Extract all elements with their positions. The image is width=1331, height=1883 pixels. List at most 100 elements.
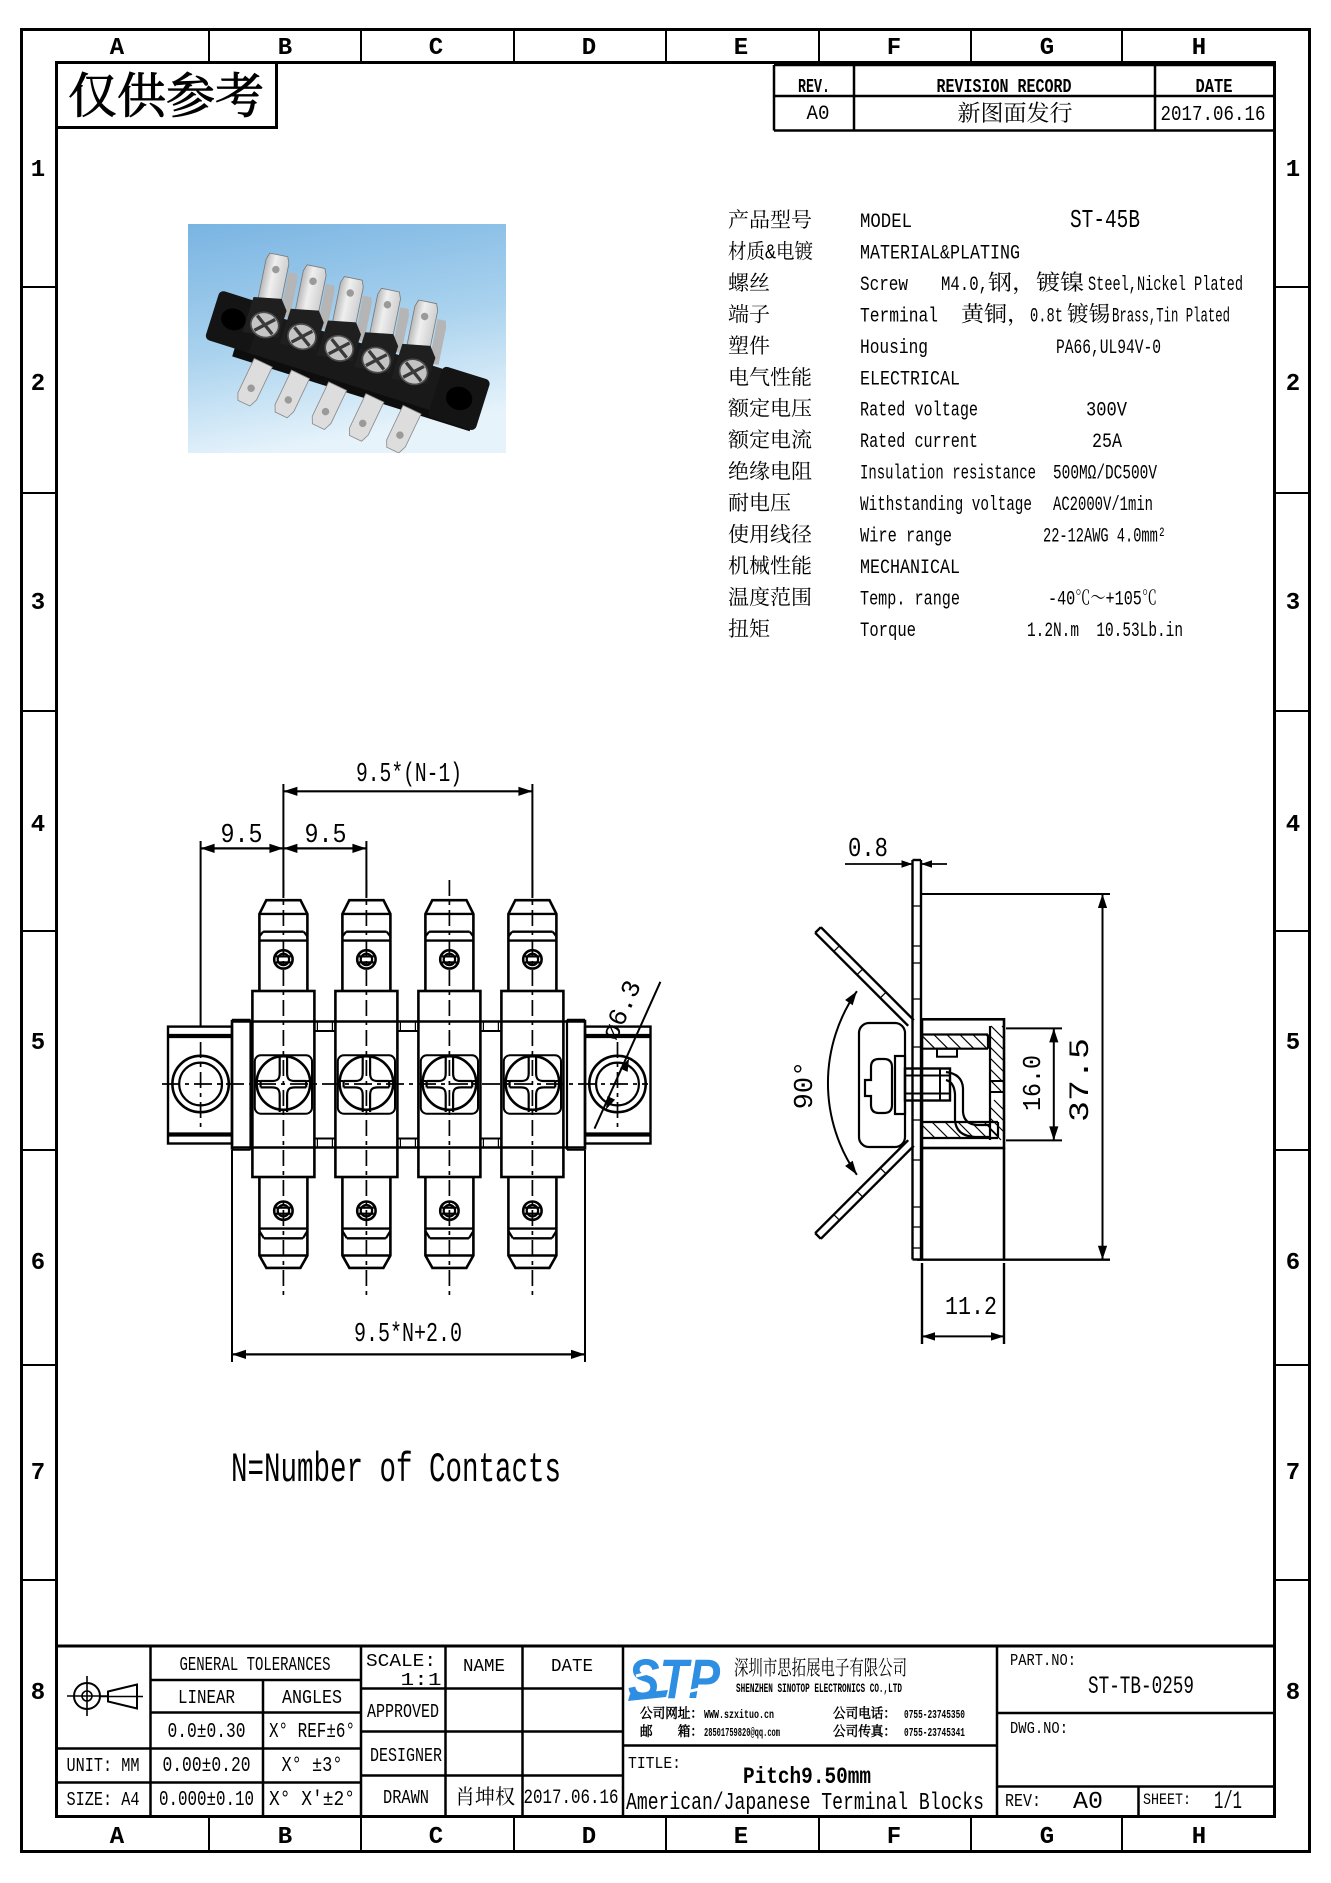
svg-text:MECHANICAL: MECHANICAL [860,557,960,580]
svg-text:28501759820@qq.com: 28501759820@qq.com [704,1726,780,1740]
svg-text:电气性能: 电气性能 [728,361,812,391]
svg-text:深圳市思拓展电子有限公司: 深圳市思拓展电子有限公司 [734,1652,907,1682]
svg-text:Torque: Torque [860,620,916,643]
svg-text:绝缘电阻: 绝缘电阻 [728,456,812,486]
svg-text:1.2N.m 10.53Lb.in: 1.2N.m 10.53Lb.in [1027,620,1183,643]
svg-text:端子: 端子 [728,298,770,328]
svg-text:温度范围: 温度范围 [728,581,812,611]
svg-text:DATE: DATE [1196,76,1233,98]
svg-text:Pitch9.50mm: Pitch9.50mm [743,1764,871,1790]
svg-text:A0: A0 [1073,1789,1103,1816]
svg-text:4: 4 [1286,812,1300,839]
svg-text:500MΩ/DC500V: 500MΩ/DC500V [1053,463,1157,486]
svg-text:ST-45B: ST-45B [1070,205,1140,235]
svg-text:Wire range: Wire range [860,526,952,549]
svg-text:E: E [734,35,748,62]
svg-text:X° REF±6°: X° REF±6° [269,1721,355,1744]
svg-text:MODEL: MODEL [860,211,912,234]
svg-text:G: G [1040,1824,1054,1851]
svg-text:B: B [278,1824,292,1851]
svg-text:37.5: 37.5 [1066,1038,1097,1122]
svg-text:25A: 25A [1092,431,1122,454]
svg-text:0.0±0.30: 0.0±0.30 [168,1721,246,1744]
svg-text:2: 2 [1286,371,1300,398]
svg-text:Brass,Tin Plated: Brass,Tin Plated [1112,305,1230,328]
svg-text:REVISION RECORD: REVISION RECORD [937,76,1072,98]
svg-text:DWG.NO:: DWG.NO: [1010,1720,1068,1739]
svg-text:DATE: DATE [551,1657,593,1677]
svg-text:使用线径: 使用线径 [728,519,812,549]
svg-text:3: 3 [1286,590,1300,617]
svg-text:X° ±3°: X° ±3° [282,1755,343,1778]
svg-text:16.0: 16.0 [1018,1055,1048,1111]
svg-text:SCALE:: SCALE: [366,1652,436,1672]
svg-text:8: 8 [31,1680,45,1707]
svg-text:REV:: REV: [1005,1792,1041,1812]
svg-text:B: B [278,35,292,62]
svg-text:机械性能: 机械性能 [728,550,812,580]
svg-text:9.5*(N-1): 9.5*(N-1) [356,760,462,790]
svg-text:0.8t: 0.8t [1030,305,1063,328]
svg-text:黄铜，: 黄铜， [961,297,1030,328]
svg-text:扭矩: 扭矩 [728,613,770,643]
svg-text:C: C [429,35,443,62]
svg-text:1: 1 [1286,157,1300,184]
svg-text:6: 6 [1286,1250,1300,1277]
svg-text:Screw: Screw [860,274,908,297]
svg-text:1: 1 [31,157,45,184]
svg-text:仅供参考: 仅供参考 [68,58,264,128]
svg-text:300V: 300V [1086,400,1127,423]
svg-text:9.5: 9.5 [221,821,263,851]
svg-text:APPROVED: APPROVED [367,1701,439,1723]
svg-text:SHENZHEN SINOTOP ELECTRONICS C: SHENZHEN SINOTOP ELECTRONICS CO.,LTD [736,1681,902,1696]
svg-text:ST-TB-0259: ST-TB-0259 [1088,1672,1194,1701]
svg-text:0755-23745350: 0755-23745350 [904,1708,965,1722]
svg-text:0755-23745341: 0755-23745341 [904,1726,965,1740]
svg-text:G: G [1040,35,1054,62]
svg-text:1/1: 1/1 [1214,1787,1242,1816]
svg-text:9.5*N+2.0: 9.5*N+2.0 [354,1320,462,1350]
svg-text:7: 7 [1286,1460,1300,1487]
svg-text:公司网址：: 公司网址： [640,1703,703,1723]
svg-text:5: 5 [31,1030,45,1057]
svg-text:UNIT: MM: UNIT: MM [67,1755,140,1777]
svg-text:ANGLES: ANGLES [282,1687,342,1709]
svg-text:塑件: 塑件 [728,330,770,360]
svg-text:0.00±0.20: 0.00±0.20 [163,1755,251,1778]
svg-text:3: 3 [31,590,45,617]
svg-text:GENERAL TOLERANCES: GENERAL TOLERANCES [180,1654,331,1676]
svg-text:LINEAR: LINEAR [178,1687,235,1709]
svg-text:TITLE:: TITLE: [628,1755,681,1774]
svg-text:4: 4 [31,812,45,839]
svg-text:镀锡: 镀锡 [1067,297,1110,328]
svg-text:耐电压: 耐电压 [728,487,791,517]
svg-text:NAME: NAME [463,1657,505,1677]
svg-text:0.000±0.10: 0.000±0.10 [159,1789,254,1812]
svg-text:新图面发行: 新图面发行 [958,95,1073,128]
svg-text:A: A [110,1824,125,1851]
svg-text:Terminal: Terminal [860,305,938,328]
svg-text:Insulation resistance: Insulation resistance [860,463,1036,486]
svg-text:A: A [110,35,125,62]
svg-text:D: D [582,35,596,62]
svg-text:-40℃～+105℃: -40℃～+105℃ [1048,588,1157,611]
svg-text:MATERIAL&PLATING: MATERIAL&PLATING [860,242,1020,265]
svg-text:American/Japanese Terminal Blo: American/Japanese Terminal Blocks [626,1790,984,1817]
svg-text:6: 6 [31,1250,45,1277]
svg-text:肖坤权: 肖坤权 [455,1781,515,1811]
svg-text:WWW.szxituo.cn: WWW.szxituo.cn [704,1708,774,1722]
svg-text:E: E [734,1824,748,1851]
svg-text:DRAWN: DRAWN [383,1787,429,1809]
svg-text:AC2000V/1min: AC2000V/1min [1053,494,1153,517]
svg-text:5: 5 [1286,1030,1300,1057]
svg-text:9.5: 9.5 [305,821,347,851]
svg-text:螺丝: 螺丝 [728,267,770,297]
svg-text:STP: STP [628,1647,721,1710]
svg-text:C: C [429,1824,443,1851]
svg-text:11.2: 11.2 [945,1292,997,1322]
svg-text:2017.06.16: 2017.06.16 [524,1787,619,1810]
svg-text:M4.0,: M4.0, [941,274,988,297]
svg-text:A0: A0 [807,103,830,126]
svg-text:SHEET:: SHEET: [1143,1791,1191,1809]
svg-text:公司传真：: 公司传真： [833,1721,896,1741]
